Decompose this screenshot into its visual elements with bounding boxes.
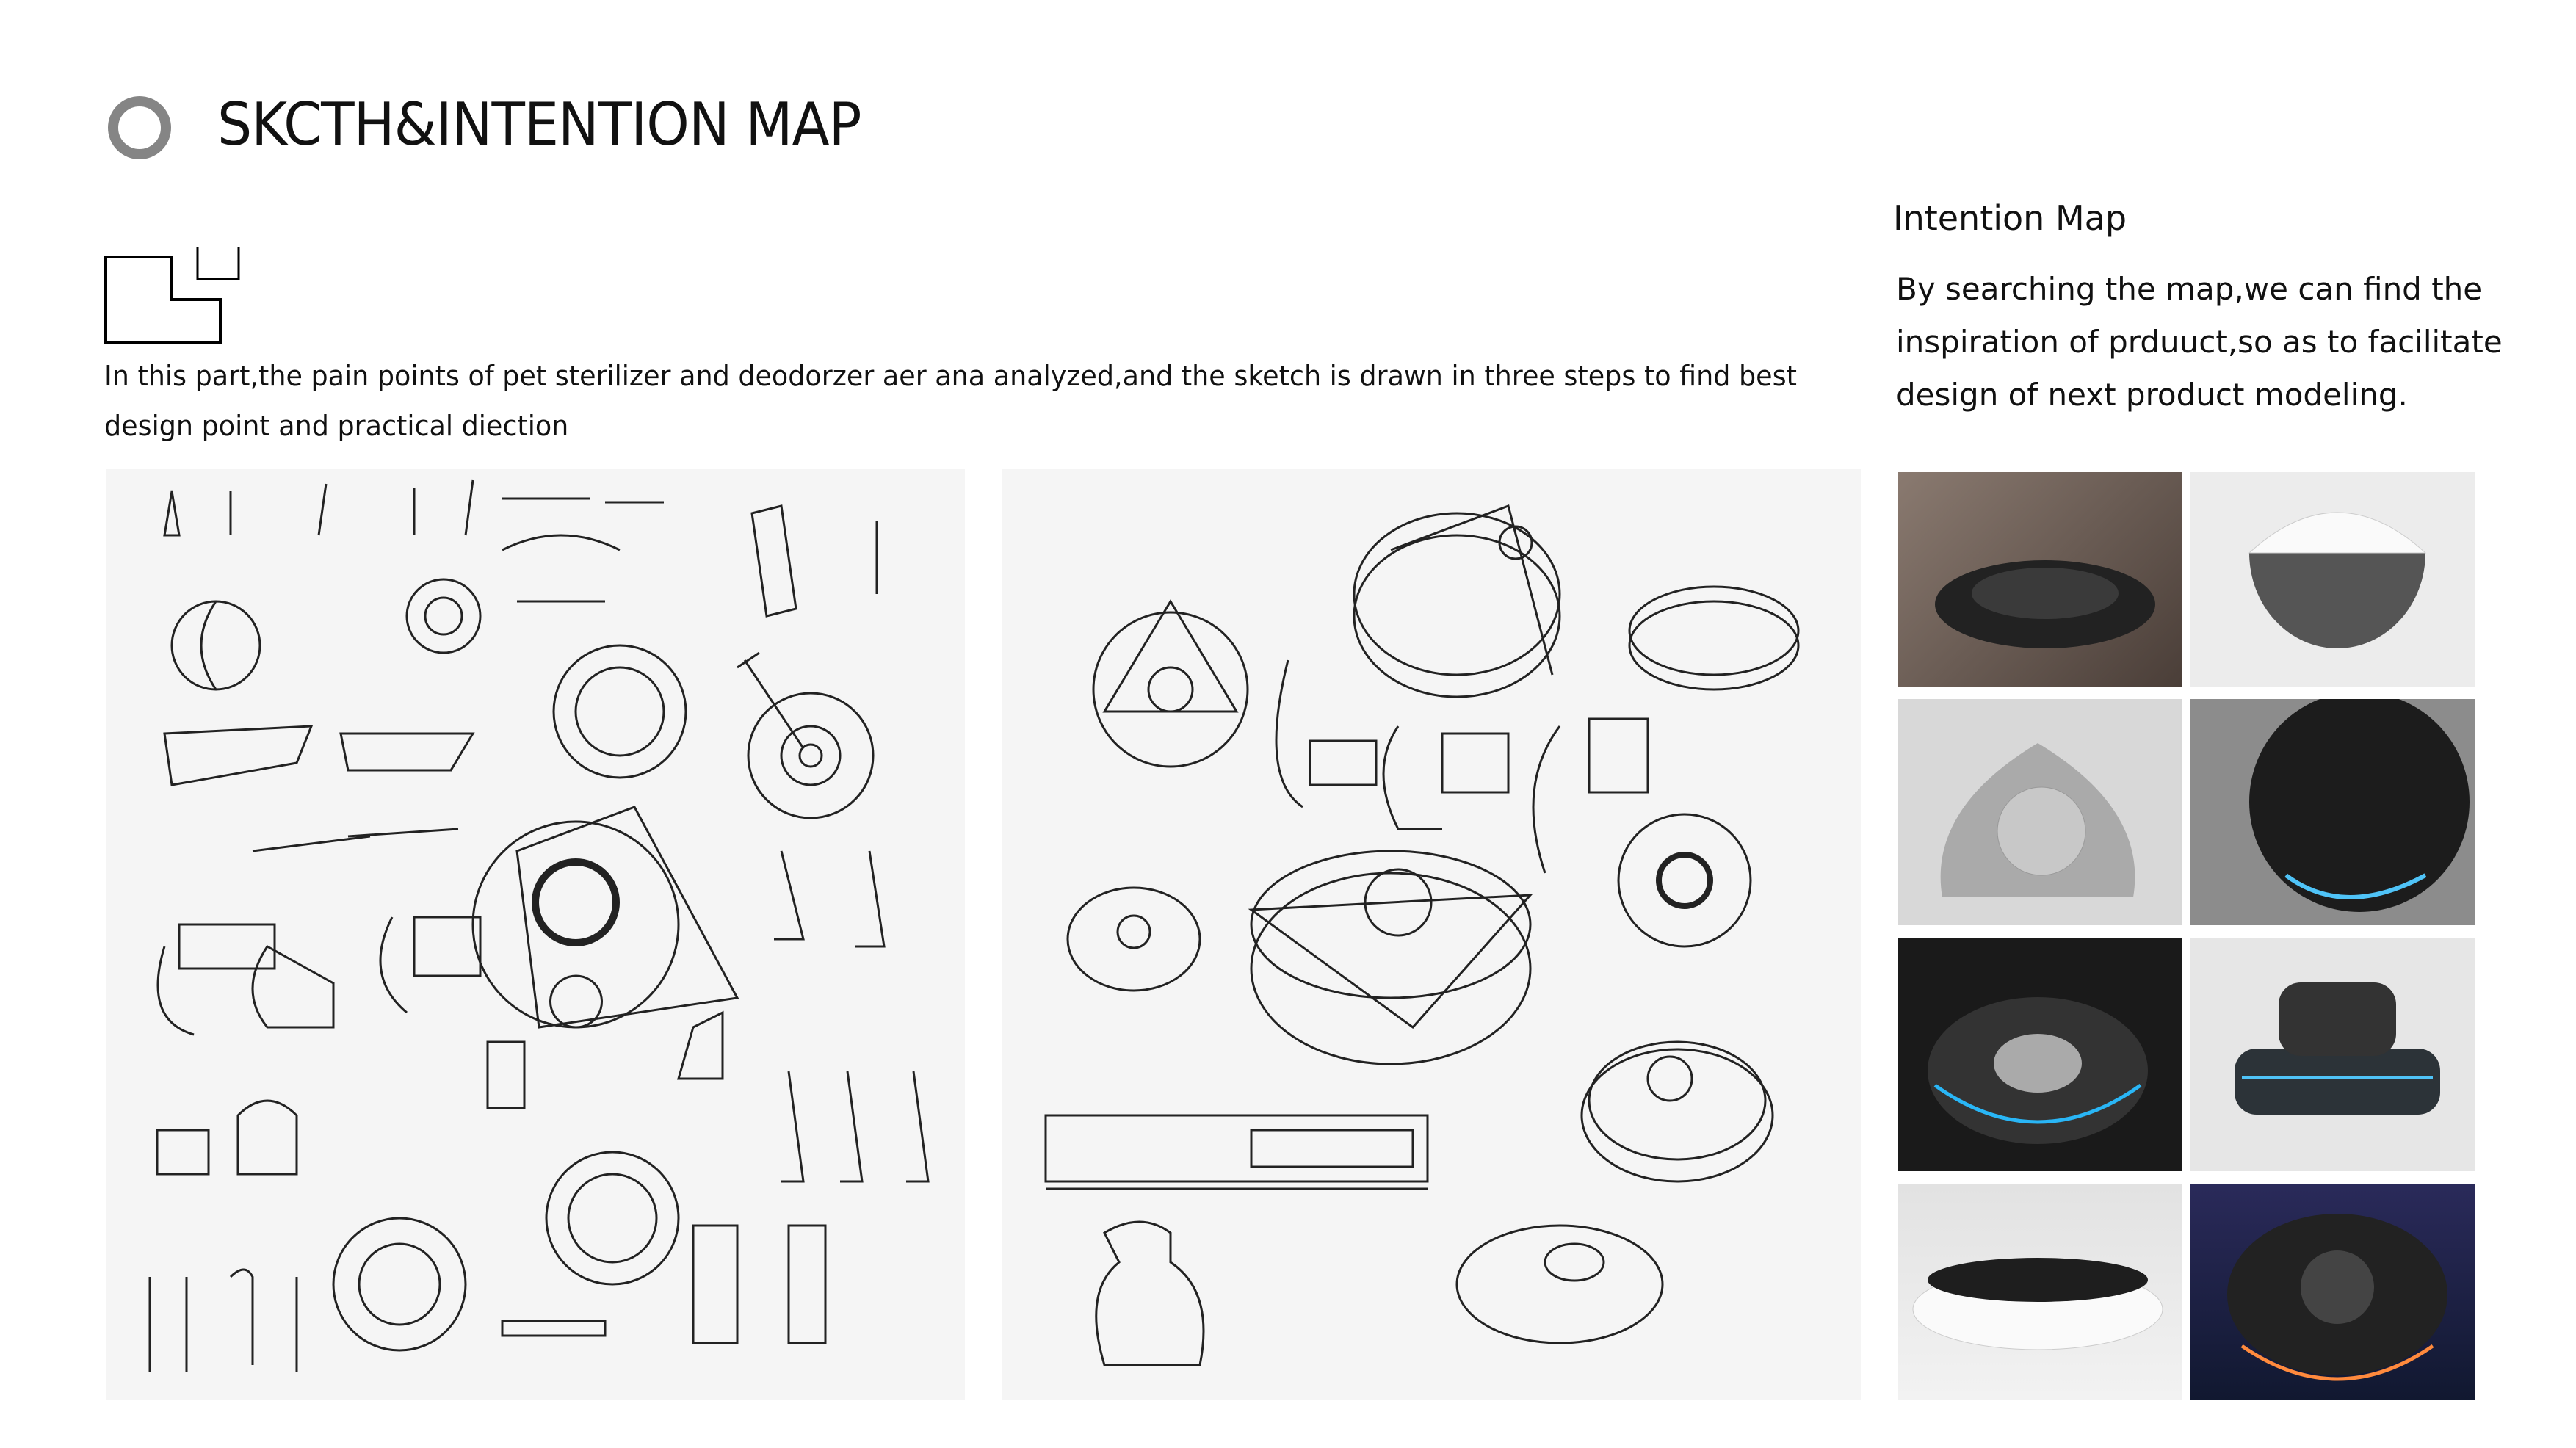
photo-car-aroma-diffuser [2190, 938, 2475, 1171]
l-shape-blocks-icon [104, 247, 240, 344]
photo-white-dome-device [2190, 472, 2475, 687]
sketch-strokes [148, 479, 930, 1372]
photo-white-disc-device [1898, 1184, 2182, 1400]
ring-icon [108, 96, 171, 159]
photo-dark-ufo-device [2190, 1184, 2475, 1400]
photo-orvibo-black-device [2190, 699, 2475, 925]
sketch-sheet-2 [1002, 469, 1861, 1400]
photo-dark-round-purifier [1898, 472, 2182, 687]
sketch-description: In this part,the pain points of pet ster… [104, 360, 1797, 442]
photo-black-blue-glow-device [1898, 938, 2182, 1171]
sketch-sheet-1 [106, 469, 965, 1400]
intention-map-description: By searching the map,we can find the ins… [1896, 271, 2503, 413]
photo-silver-triangle-device [1898, 699, 2182, 925]
intention-map-heading: Intention Map [1893, 198, 2127, 238]
page-title: SKCTH&INTENTION MAP [217, 90, 861, 159]
